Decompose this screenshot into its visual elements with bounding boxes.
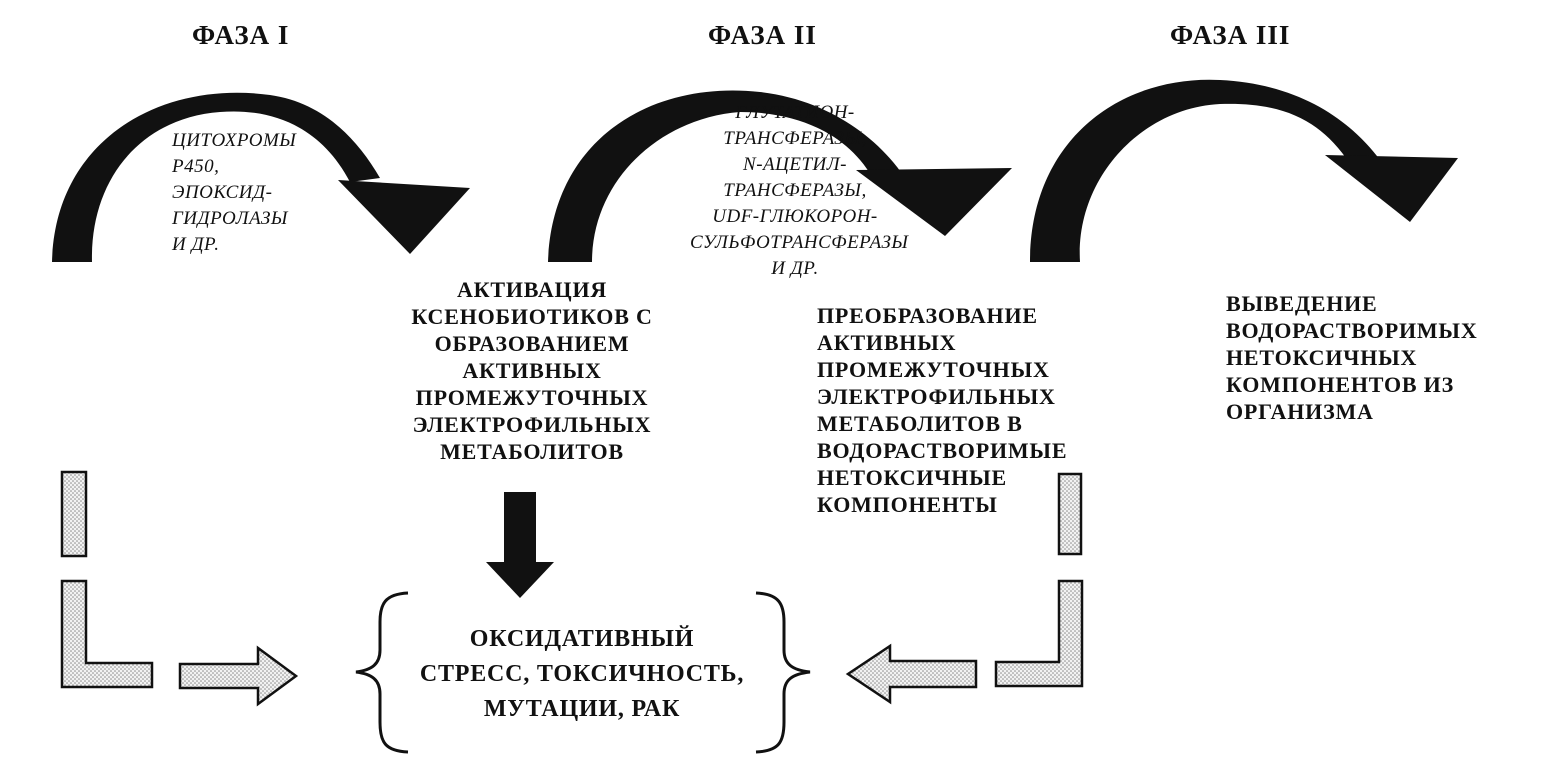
down-arrow xyxy=(486,492,554,598)
down-arrow-shaft xyxy=(504,492,536,564)
right-l-shape xyxy=(994,579,1084,688)
phase-2-title: ФАЗА II xyxy=(708,20,817,50)
left-connector xyxy=(60,470,299,707)
left-curly-brace xyxy=(355,591,409,754)
phase-1-enzymes: ЦИТОХРОМЫ Р450, ЭПОКСИД- ГИДРОЛАЗЫ И ДР. xyxy=(172,130,297,255)
phase-3-arrowhead xyxy=(1325,155,1458,222)
phase-3-curved-arrow xyxy=(1030,79,1458,262)
result-text: ОКСИДАТИВНЫЙ СТРЕСС, ТОКСИЧНОСТЬ, МУТАЦИ… xyxy=(419,626,745,722)
right-left-arrow xyxy=(845,643,978,705)
phase-3-title: ФАЗА III xyxy=(1170,20,1291,50)
phase-1-description: АКТИВАЦИЯ КСЕНОБИОТИКОВ С ОБРАЗОВАНИЕМ А… xyxy=(411,277,653,464)
phase-1-arrow-body xyxy=(52,92,380,262)
phase-3-arrow-body xyxy=(1030,79,1380,262)
left-l-shape xyxy=(60,579,154,689)
phase-1-curved-arrow xyxy=(52,92,470,262)
phase-2-arrow-body xyxy=(548,90,905,262)
right-vertical-bar xyxy=(1057,472,1083,556)
phase-1-arrowhead xyxy=(338,180,470,254)
phase-1-title: ФАЗА I xyxy=(192,20,290,50)
phase-3-description: ВЫВЕДЕНИЕ ВОДОРАСТВОРИМЫХ НЕТОКСИЧНЫХ КО… xyxy=(1226,291,1478,424)
phase-2-curved-arrow xyxy=(548,90,1012,262)
phase-2-description: ПРЕОБРАЗОВАНИЕ АКТИВНЫХ ПРОМЕЖУТОЧНЫХ ЭЛ… xyxy=(817,303,1068,517)
down-arrow-head xyxy=(486,562,554,598)
left-vertical-bar xyxy=(60,470,88,558)
right-connector xyxy=(845,472,1084,705)
phase-2-arrowhead xyxy=(856,168,1012,236)
left-right-arrow xyxy=(178,645,299,707)
right-curly-brace xyxy=(755,591,811,754)
phase-2-enzymes: ГЛУТАТИОН- ТРАНСФЕРАЗЫ, N-АЦЕТИЛ- ТРАНСФ… xyxy=(690,102,909,279)
